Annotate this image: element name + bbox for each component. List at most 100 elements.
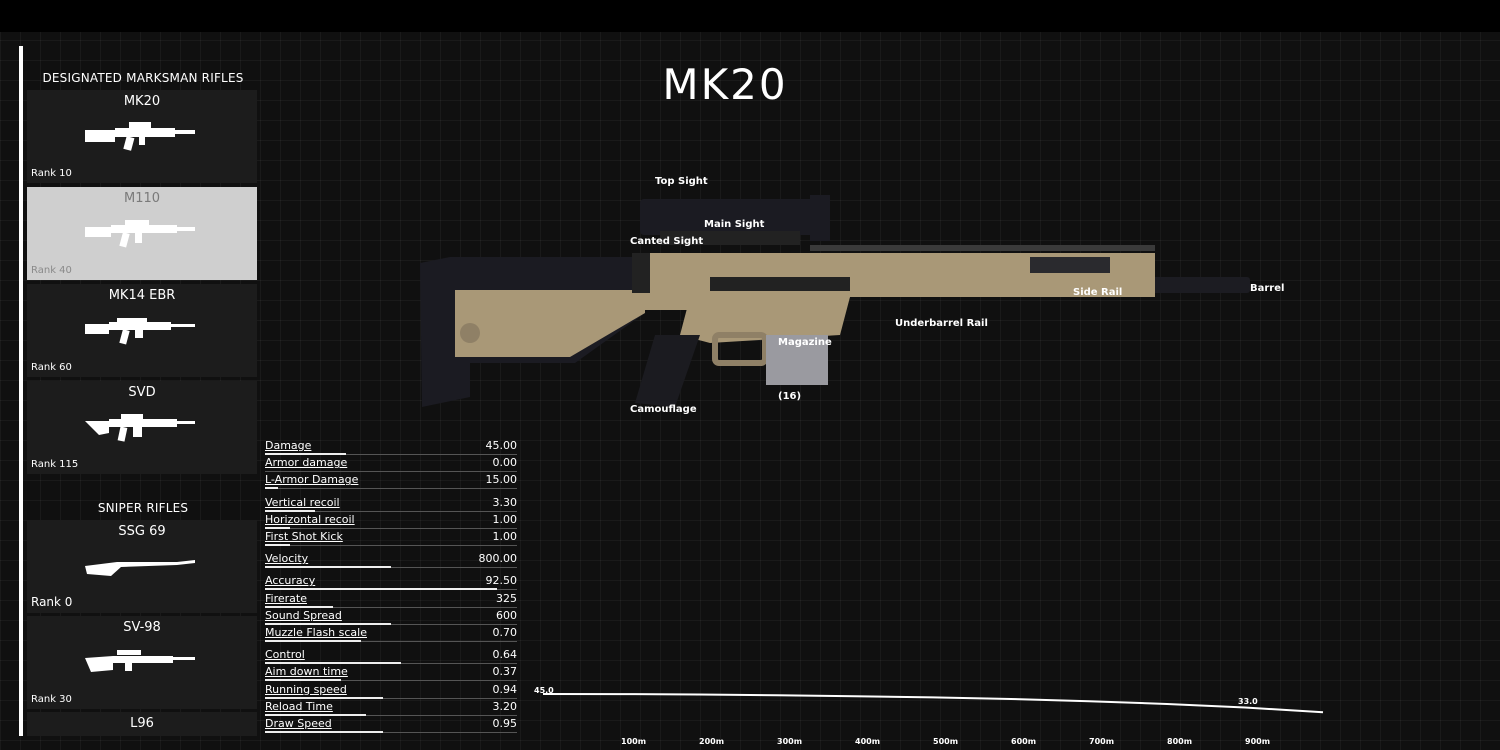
stat-track bbox=[265, 454, 517, 455]
stat-bar bbox=[265, 509, 316, 512]
weapon-card-mk14-ebr[interactable]: MK14 EBR Rank 60 bbox=[27, 284, 257, 377]
stat-value: 0.95 bbox=[492, 717, 518, 730]
weapon-card-m110[interactable]: M110 Rank 40 bbox=[27, 187, 257, 280]
weapon-model-icon bbox=[420, 195, 1250, 407]
stat-track bbox=[265, 545, 517, 546]
stat-bar bbox=[265, 696, 384, 699]
rifle-silhouette-icon bbox=[85, 122, 195, 151]
stat-row: Sound Spread 600 bbox=[265, 608, 517, 625]
stat-value: 600 bbox=[496, 608, 517, 622]
magazine-count: (16) bbox=[778, 391, 802, 402]
weapon-rank: Rank 40 bbox=[31, 265, 72, 276]
stat-value: 3.20 bbox=[492, 699, 518, 713]
stat-bar bbox=[265, 713, 366, 716]
stat-value: 1.00 bbox=[492, 530, 518, 543]
stat-bar bbox=[265, 605, 334, 608]
falloff-tick-label: 600m bbox=[1011, 737, 1037, 746]
rifle-silhouette-icon bbox=[85, 318, 195, 345]
stat-value: 15.00 bbox=[485, 473, 518, 487]
stat-bar bbox=[265, 679, 341, 682]
stat-track bbox=[265, 680, 517, 682]
rifle-silhouette-icon bbox=[85, 650, 195, 672]
stat-track bbox=[265, 567, 517, 569]
attachment-magazine[interactable]: Magazine bbox=[778, 337, 832, 348]
falloff-tick-label: 700m bbox=[1089, 737, 1115, 746]
weapon-card-mk20[interactable]: MK20 Rank 10 bbox=[27, 90, 257, 183]
stat-name: Horizontal recoil bbox=[265, 512, 355, 526]
stat-value: 800.00 bbox=[478, 552, 518, 566]
attachment-barrel[interactable]: Barrel bbox=[1250, 283, 1285, 294]
stat-name: Velocity bbox=[265, 552, 309, 566]
weapon-name: M110 bbox=[123, 191, 161, 206]
stat-track bbox=[265, 488, 517, 490]
falloff-tick-label: 400m bbox=[855, 737, 881, 746]
weapon-name: SVD bbox=[128, 385, 156, 400]
rifle-silhouette-icon bbox=[85, 414, 195, 442]
stat-bar bbox=[265, 453, 346, 455]
weapon-card-ssg69[interactable]: SSG 69 Rank 0 bbox=[27, 520, 257, 613]
stat-row: First Shot Kick 1.00 bbox=[265, 529, 517, 546]
falloff-tick-label: 100m bbox=[621, 737, 647, 746]
weapon-rank: Rank 60 bbox=[31, 362, 72, 373]
stat-track bbox=[265, 471, 517, 473]
stat-track bbox=[265, 623, 517, 625]
stat-name: Sound Spread bbox=[265, 608, 342, 622]
stat-name: Aim down time bbox=[265, 665, 348, 679]
attachment-main-sight[interactable]: Main Sight bbox=[704, 219, 765, 230]
stat-row: Velocity 800.00 bbox=[265, 551, 518, 569]
falloff-end-label: 33.0 bbox=[1238, 697, 1258, 706]
category-title-sniper: SNIPER RIFLES bbox=[97, 501, 189, 515]
stat-bar bbox=[265, 731, 384, 733]
stat-bar bbox=[265, 526, 291, 529]
stat-row: Damage 45.00 bbox=[265, 438, 517, 455]
weapon-card-svd[interactable]: SVD Rank 115 bbox=[27, 381, 257, 474]
weapon-rank: Rank 10 bbox=[31, 168, 72, 179]
category-title-dmr: DESIGNATED MARKSMAN RIFLES bbox=[42, 71, 244, 85]
stat-track bbox=[265, 510, 517, 512]
stat-value: 0.70 bbox=[492, 626, 518, 639]
stat-track bbox=[265, 527, 517, 529]
weapon-name: MK20 bbox=[123, 94, 161, 109]
weapon-title: MK20 bbox=[662, 60, 788, 109]
weapon-rank: Rank 30 bbox=[31, 694, 72, 705]
weapon-rank: Rank 0 bbox=[31, 595, 73, 609]
falloff-tick-label: 500m bbox=[933, 737, 959, 746]
falloff-tick-label: 800m bbox=[1167, 737, 1193, 746]
stat-value: 3.30 bbox=[492, 495, 518, 509]
attachment-camouflage[interactable]: Camouflage bbox=[630, 404, 697, 415]
top-bar bbox=[0, 0, 1500, 32]
stat-bar bbox=[265, 588, 497, 591]
attachment-canted-sight[interactable]: Canted Sight bbox=[630, 236, 704, 247]
stat-name: Muzzle Flash scale bbox=[265, 626, 367, 639]
attachment-top-sight[interactable]: Top Sight bbox=[655, 176, 708, 187]
stat-track bbox=[265, 697, 517, 699]
stat-track bbox=[265, 641, 517, 642]
stat-name: Damage bbox=[265, 439, 312, 452]
falloff-tick-label: 900m bbox=[1245, 737, 1271, 746]
stat-bar bbox=[265, 566, 391, 569]
falloff-tick-label: 200m bbox=[699, 737, 725, 746]
stat-row: Muzzle Flash scale 0.70 bbox=[265, 625, 517, 642]
stat-bar bbox=[265, 544, 291, 546]
weapon-card-sv98[interactable]: SV-98 Rank 30 bbox=[27, 616, 257, 709]
stat-value: 45.00 bbox=[485, 439, 518, 452]
attachment-side-rail[interactable]: Side Rail bbox=[1073, 287, 1123, 298]
falloff-start-label: 45.0 bbox=[534, 686, 554, 695]
stat-value: 92.50 bbox=[485, 574, 518, 588]
stat-name: First Shot Kick bbox=[265, 530, 343, 543]
weapon-name: SSG 69 bbox=[118, 524, 166, 539]
stat-track bbox=[265, 732, 517, 733]
weapon-card-l96[interactable]: L96 bbox=[27, 712, 257, 736]
attachment-underbarrel-rail[interactable]: Underbarrel Rail bbox=[895, 318, 988, 329]
weapon-name: SV-98 bbox=[123, 620, 161, 635]
weapon-name: L96 bbox=[130, 716, 154, 731]
weapon-name: MK14 EBR bbox=[108, 288, 176, 303]
